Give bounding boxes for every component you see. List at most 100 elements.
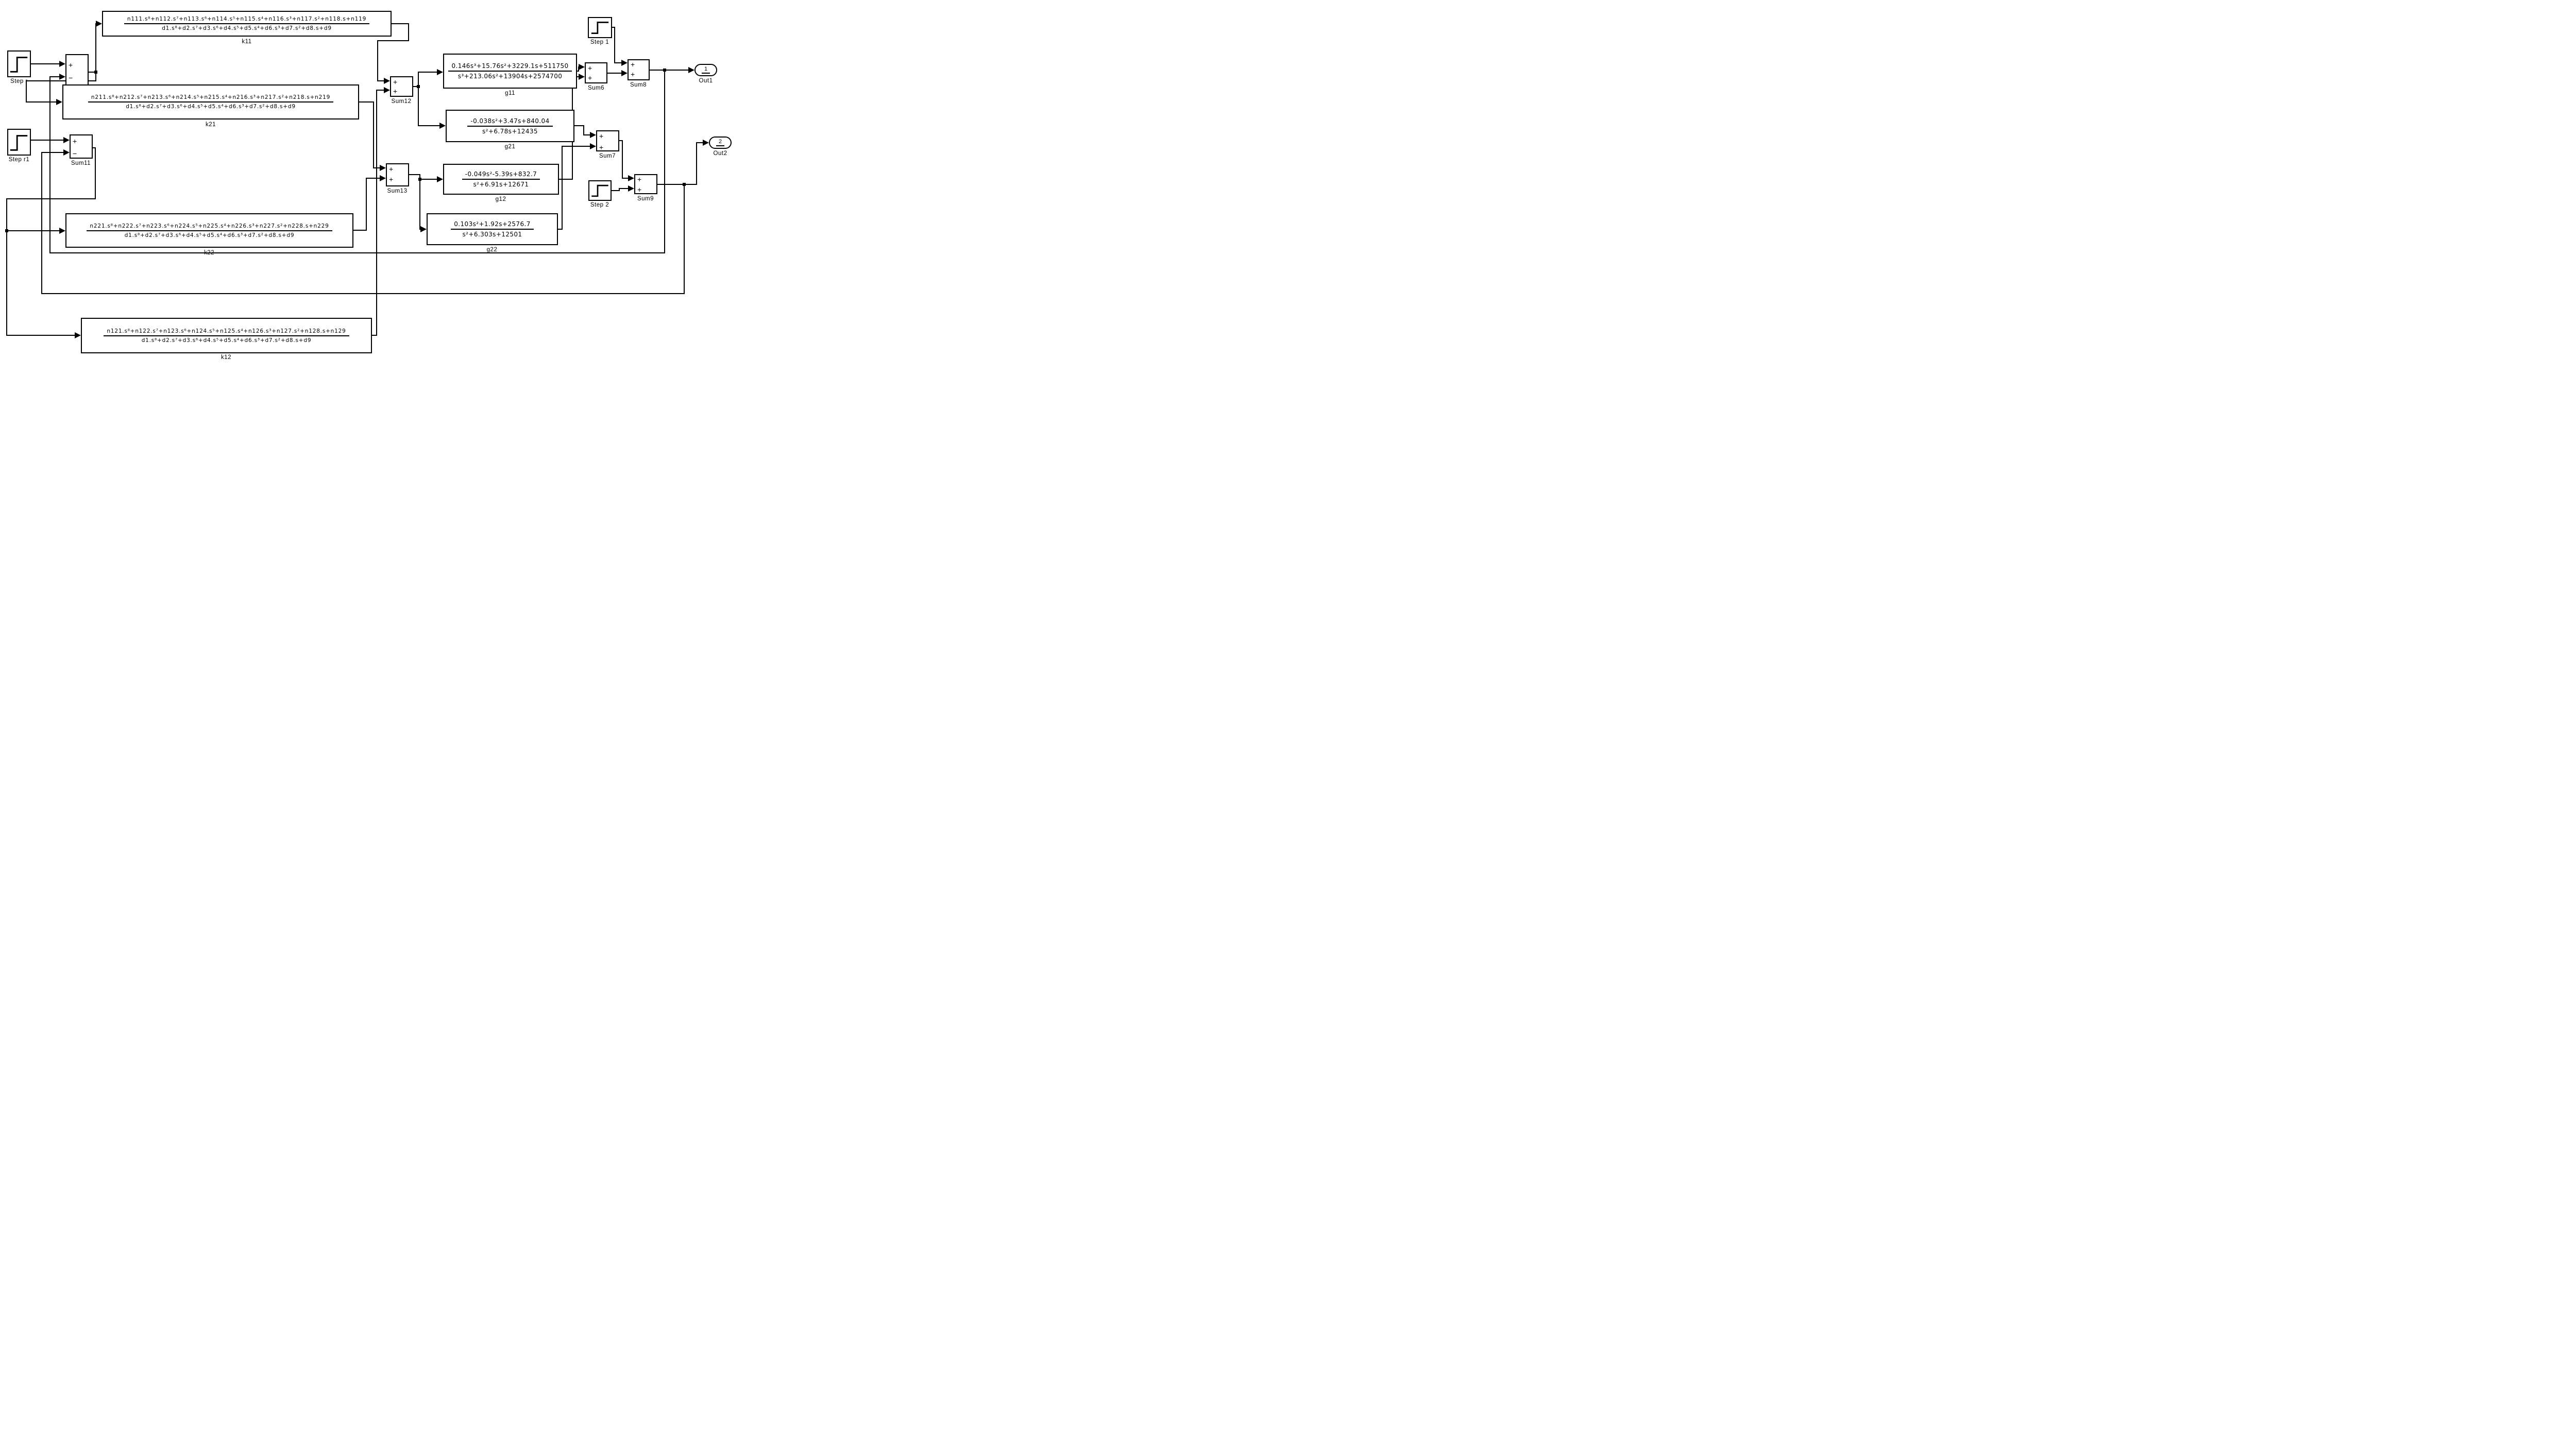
wire bbox=[366, 178, 380, 179]
wire bbox=[664, 70, 665, 253]
block-label: Sum13 bbox=[387, 188, 408, 194]
tf-numerator: n121.s⁸+n122.s⁷+n123.s⁶+n124.s⁵+n125.s⁴+… bbox=[104, 328, 349, 336]
sum-sign-plus: + bbox=[389, 175, 394, 183]
block-label: Out1 bbox=[699, 78, 713, 84]
wire bbox=[392, 23, 409, 24]
sum-sign-plus: + bbox=[599, 143, 604, 151]
arrow-icon bbox=[420, 226, 427, 232]
step-icon bbox=[10, 57, 28, 73]
tf-block-g12[interactable]: -0.049s²-5.39s+832.7 s²+6.91s+12671 bbox=[443, 164, 559, 195]
block-label: g21 bbox=[504, 144, 516, 150]
tf-denominator: d1.s⁸+d2.s⁷+d3.s⁶+d4.s⁵+d5.s⁴+d6.s³+d7.s… bbox=[124, 232, 295, 238]
arrow-icon bbox=[59, 74, 65, 80]
wire bbox=[376, 90, 377, 336]
wire bbox=[650, 70, 688, 71]
wire bbox=[420, 179, 437, 180]
wire bbox=[41, 152, 42, 294]
wire bbox=[353, 230, 367, 231]
tf-block-k22[interactable]: n221.s⁸+n222.s⁷+n223.s⁶+n224.s⁵+n225.s⁴+… bbox=[65, 213, 353, 248]
sum-block-sum12[interactable]: + + bbox=[390, 76, 413, 97]
step-icon bbox=[10, 135, 28, 151]
tf-numerator: 0.103s²+1.92s+2576.7 bbox=[451, 220, 534, 230]
block-label: Step 2 bbox=[590, 202, 609, 208]
wire bbox=[615, 62, 621, 63]
block-label: k21 bbox=[205, 122, 216, 128]
arrow-icon bbox=[437, 69, 443, 75]
arrow-icon bbox=[384, 78, 390, 84]
tf-numerator: -0.038s²+3.47s+840.04 bbox=[467, 117, 553, 127]
sum-block-sum9[interactable]: + + bbox=[634, 174, 657, 194]
wire bbox=[684, 184, 685, 294]
step-block-step-1[interactable] bbox=[588, 17, 612, 38]
tf-numerator: n111.s⁸+n112.s⁷+n113.s⁶+n114.s⁵+n115.s⁴+… bbox=[124, 16, 370, 24]
tf-denominator: s²+6.303s+12501 bbox=[462, 231, 522, 238]
wire bbox=[612, 190, 620, 191]
wire bbox=[378, 40, 409, 41]
wire bbox=[93, 147, 96, 148]
sum-block-sum8[interactable]: + + bbox=[628, 59, 650, 80]
arrow-icon bbox=[703, 140, 709, 146]
wire bbox=[31, 63, 59, 64]
junction-dot bbox=[663, 69, 666, 72]
wire bbox=[372, 335, 377, 336]
block-label: k22 bbox=[204, 250, 215, 256]
step-block-step-2[interactable] bbox=[588, 180, 612, 201]
tf-block-k12[interactable]: n121.s⁸+n122.s⁷+n123.s⁶+n124.s⁵+n125.s⁴+… bbox=[81, 318, 372, 353]
sum-sign-plus: + bbox=[631, 70, 635, 78]
step-icon bbox=[591, 184, 608, 197]
wire bbox=[31, 140, 63, 141]
tf-block-g22[interactable]: 0.103s²+1.92s+2576.7 s²+6.303s+12501 bbox=[427, 213, 558, 245]
wire bbox=[378, 80, 384, 81]
step-block-step-r1[interactable] bbox=[7, 129, 31, 156]
arrow-icon bbox=[96, 21, 102, 27]
arrow-icon bbox=[437, 176, 443, 182]
sum-sign-plus: + bbox=[393, 78, 398, 86]
block-label: Step r1 bbox=[8, 157, 30, 163]
arrow-icon bbox=[628, 175, 634, 181]
wire bbox=[408, 23, 409, 41]
wire bbox=[619, 140, 623, 141]
sum-block-sum11[interactable]: + − bbox=[70, 134, 93, 159]
tf-block-g21[interactable]: -0.038s²+3.47s+840.04 s²+6.78s+12435 bbox=[446, 110, 574, 142]
arrow-icon bbox=[579, 74, 585, 80]
wire bbox=[584, 134, 590, 135]
tf-numerator: n211.s⁸+n212.s⁷+n213.s⁶+n214.s⁵+n215.s⁴+… bbox=[88, 94, 334, 102]
outport-out2[interactable]: 2 bbox=[709, 136, 732, 149]
outport-underline bbox=[716, 145, 724, 146]
wire bbox=[419, 174, 420, 230]
tf-block-g11[interactable]: 0.146s³+15.76s²+3229.1s+511750 s³+213.06… bbox=[443, 54, 577, 89]
arrow-icon bbox=[384, 87, 390, 93]
arrow-icon bbox=[628, 185, 634, 192]
wire bbox=[657, 184, 697, 185]
arrow-icon bbox=[380, 165, 386, 171]
wire bbox=[50, 76, 59, 77]
outport-out1[interactable]: 1 bbox=[694, 64, 717, 76]
step-block-step-r[interactable] bbox=[7, 50, 31, 77]
wire bbox=[418, 72, 437, 73]
tf-denominator: s²+6.91s+12671 bbox=[473, 181, 529, 188]
sum-block-sum6[interactable]: + + bbox=[585, 62, 607, 83]
wire bbox=[409, 174, 420, 175]
junction-dot bbox=[418, 178, 421, 181]
block-label: Step 1 bbox=[590, 39, 609, 45]
sum-block-sum13[interactable]: + + bbox=[386, 163, 409, 186]
tf-denominator: s²+6.78s+12435 bbox=[482, 127, 538, 135]
sum-sign-plus: + bbox=[389, 165, 394, 173]
sum-sign-plus: + bbox=[73, 137, 77, 145]
sum-block-sum7[interactable]: + + bbox=[596, 130, 619, 151]
tf-denominator: d1.s⁸+d2.s⁷+d3.s⁶+d4.s⁵+d5.s⁴+d6.s³+d7.s… bbox=[162, 25, 332, 31]
wire bbox=[413, 86, 419, 87]
outport-number: 1 bbox=[704, 66, 708, 72]
sum-sign-plus: + bbox=[69, 61, 73, 69]
wire bbox=[574, 125, 584, 126]
tf-block-k11[interactable]: n111.s⁸+n112.s⁷+n113.s⁶+n114.s⁵+n115.s⁴+… bbox=[102, 11, 392, 37]
wire bbox=[366, 178, 367, 231]
wire bbox=[558, 229, 563, 230]
block-label: k12 bbox=[221, 354, 232, 361]
block-label: g12 bbox=[495, 196, 506, 202]
tf-numerator: n221.s⁸+n222.s⁷+n223.s⁶+n224.s⁵+n225.s⁴+… bbox=[87, 223, 332, 231]
sum-block-sum10[interactable]: + − bbox=[65, 54, 89, 87]
tf-block-k21[interactable]: n211.s⁸+n212.s⁷+n213.s⁶+n214.s⁵+n215.s⁴+… bbox=[62, 84, 359, 119]
wire bbox=[7, 230, 59, 231]
junction-dot bbox=[417, 85, 420, 88]
